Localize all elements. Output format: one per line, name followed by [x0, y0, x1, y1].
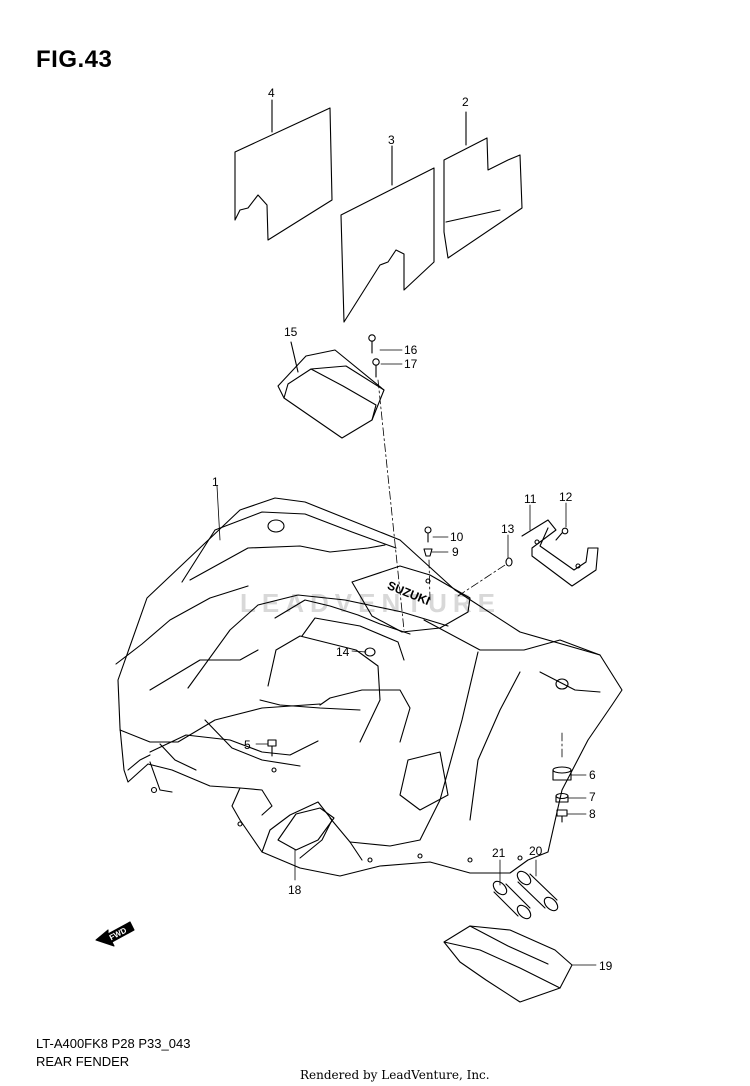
callout-17: 17 [404, 357, 418, 371]
part-16-17-screws [368, 334, 380, 378]
part-3-decal [340, 145, 435, 323]
callout-15: 15 [284, 325, 298, 339]
callout-18: 18 [288, 883, 302, 897]
callout-14: 14 [336, 645, 350, 659]
callout-19: 19 [599, 959, 613, 973]
part-9-10-screws [423, 526, 433, 557]
callout-16: 16 [404, 343, 418, 357]
callout-20: 20 [529, 844, 543, 858]
callout-21: 21 [492, 846, 506, 860]
part-20-roll [516, 870, 559, 912]
callout-13: 13 [501, 522, 515, 536]
section-name: REAR FENDER [36, 1054, 130, 1069]
part-8-bolt [556, 809, 568, 823]
part-15-box [277, 341, 385, 439]
callout-7: 7 [589, 790, 596, 804]
callout-1: 1 [212, 475, 219, 489]
part-7-collar [555, 792, 569, 803]
callout-4: 4 [268, 86, 275, 100]
model-code: LT-A400FK8 P28 P33_043 [36, 1036, 191, 1051]
part-4-decal [234, 99, 333, 241]
part-14-recess [364, 647, 376, 657]
figure-title: FIG.43 [36, 46, 113, 73]
callout-3: 3 [388, 133, 395, 147]
callout-8: 8 [589, 807, 596, 821]
render-credit: Rendered by LeadVenture, Inc. [300, 1068, 490, 1082]
callout-11: 11 [524, 492, 537, 506]
part-1-rear-fender [115, 497, 623, 877]
part-11-bracket [521, 519, 599, 587]
callout-10: 10 [450, 530, 464, 544]
part-21-roll [492, 880, 532, 920]
fwd-arrow [95, 921, 135, 947]
part-19-bag [443, 925, 573, 1003]
part-13-washer [505, 557, 513, 567]
callout-12: 12 [559, 490, 573, 504]
callout-5: 5 [244, 738, 251, 752]
part-5-bolt [267, 739, 277, 757]
callout-9: 9 [452, 545, 459, 559]
callout-6: 6 [589, 768, 596, 782]
callout-2: 2 [462, 95, 469, 109]
part-12-screw [555, 527, 569, 541]
part-2-decal [443, 111, 523, 259]
callout-numbers: 1 2 3 4 5 6 7 8 9 10 11 12 13 14 15 16 1… [212, 86, 613, 973]
fender-suzuki-logo: SUZUKI [385, 578, 432, 608]
